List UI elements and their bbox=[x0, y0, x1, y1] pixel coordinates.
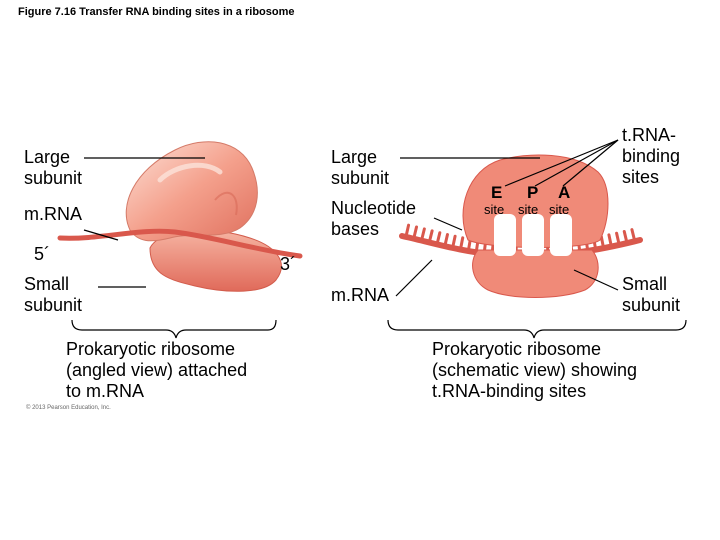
copyright-notice: © 2013 Pearson Education, Inc. bbox=[26, 405, 111, 411]
left-mrna-label: m.RNA bbox=[24, 204, 82, 224]
p-site-well bbox=[522, 214, 544, 256]
right-small-subunit-label: Small subunit bbox=[622, 274, 681, 315]
p-site-letter: P bbox=[527, 183, 539, 202]
right-leader-lines bbox=[395, 139, 619, 297]
a-site-letter: A bbox=[558, 183, 571, 202]
p-site-word: site bbox=[518, 202, 539, 217]
three-prime-label: 3´ bbox=[280, 254, 297, 274]
schematic-ribosome bbox=[399, 154, 643, 298]
left-large-subunit-label: Large subunit bbox=[24, 147, 83, 188]
angled-ribosome bbox=[57, 141, 303, 292]
figure-title: Figure 7.16 Transfer RNA binding sites i… bbox=[18, 6, 295, 18]
e-site-well bbox=[494, 214, 516, 256]
nucleotide-bases-label: Nucleotide bases bbox=[331, 198, 417, 239]
right-caption: Prokaryotic ribosome (schematic view) sh… bbox=[432, 339, 638, 401]
left-small-subunit-label: Small subunit bbox=[24, 274, 83, 315]
five-prime-label: 5´ bbox=[34, 244, 51, 264]
angled-mrna-strand bbox=[57, 228, 303, 259]
left-leader-lines bbox=[83, 157, 205, 288]
right-large-subunit-label: Large subunit bbox=[331, 147, 390, 188]
trna-binding-sites-label: t.RNA- binding sites bbox=[622, 125, 681, 187]
right-mrna-label: m.RNA bbox=[331, 285, 389, 305]
e-site-letter: E bbox=[491, 183, 503, 202]
right-caption-brace bbox=[387, 319, 687, 339]
schematic-small-subunit bbox=[472, 249, 599, 298]
e-site-word: site bbox=[484, 202, 505, 217]
a-site-well bbox=[550, 214, 572, 256]
a-site-word: site bbox=[549, 202, 570, 217]
left-caption: Prokaryotic ribosome (angled view) attac… bbox=[66, 339, 248, 401]
left-caption-brace bbox=[71, 319, 277, 339]
angled-large-subunit bbox=[125, 141, 258, 242]
